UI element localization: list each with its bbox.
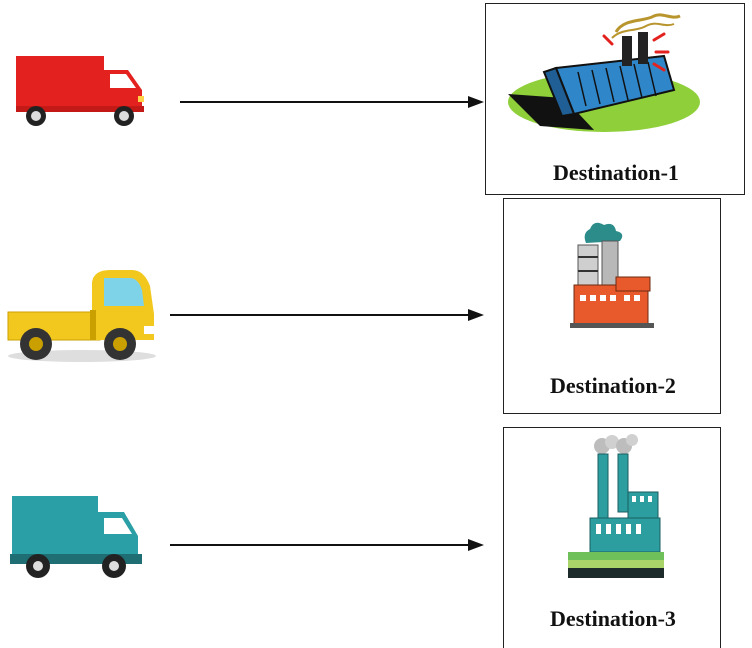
box-truck-icon (10, 496, 142, 578)
arrow-2 (170, 309, 484, 321)
arrow-3 (170, 539, 484, 551)
destination-3-box: Destination-3 (503, 427, 721, 648)
factory-icon (568, 434, 664, 578)
destination-3-label: Destination-3 (550, 606, 676, 631)
arrow-1 (180, 96, 484, 108)
factory-icon (570, 222, 654, 328)
destination-2-label: Destination-2 (550, 373, 676, 398)
destination-1-label: Destination-1 (553, 160, 679, 185)
delivery-truck-icon (16, 56, 144, 126)
pickup-truck-icon (7, 270, 158, 362)
destination-2-box: Destination-2 (503, 198, 721, 414)
factory-icon (508, 13, 700, 132)
destination-1-box: Destination-1 (485, 3, 745, 195)
